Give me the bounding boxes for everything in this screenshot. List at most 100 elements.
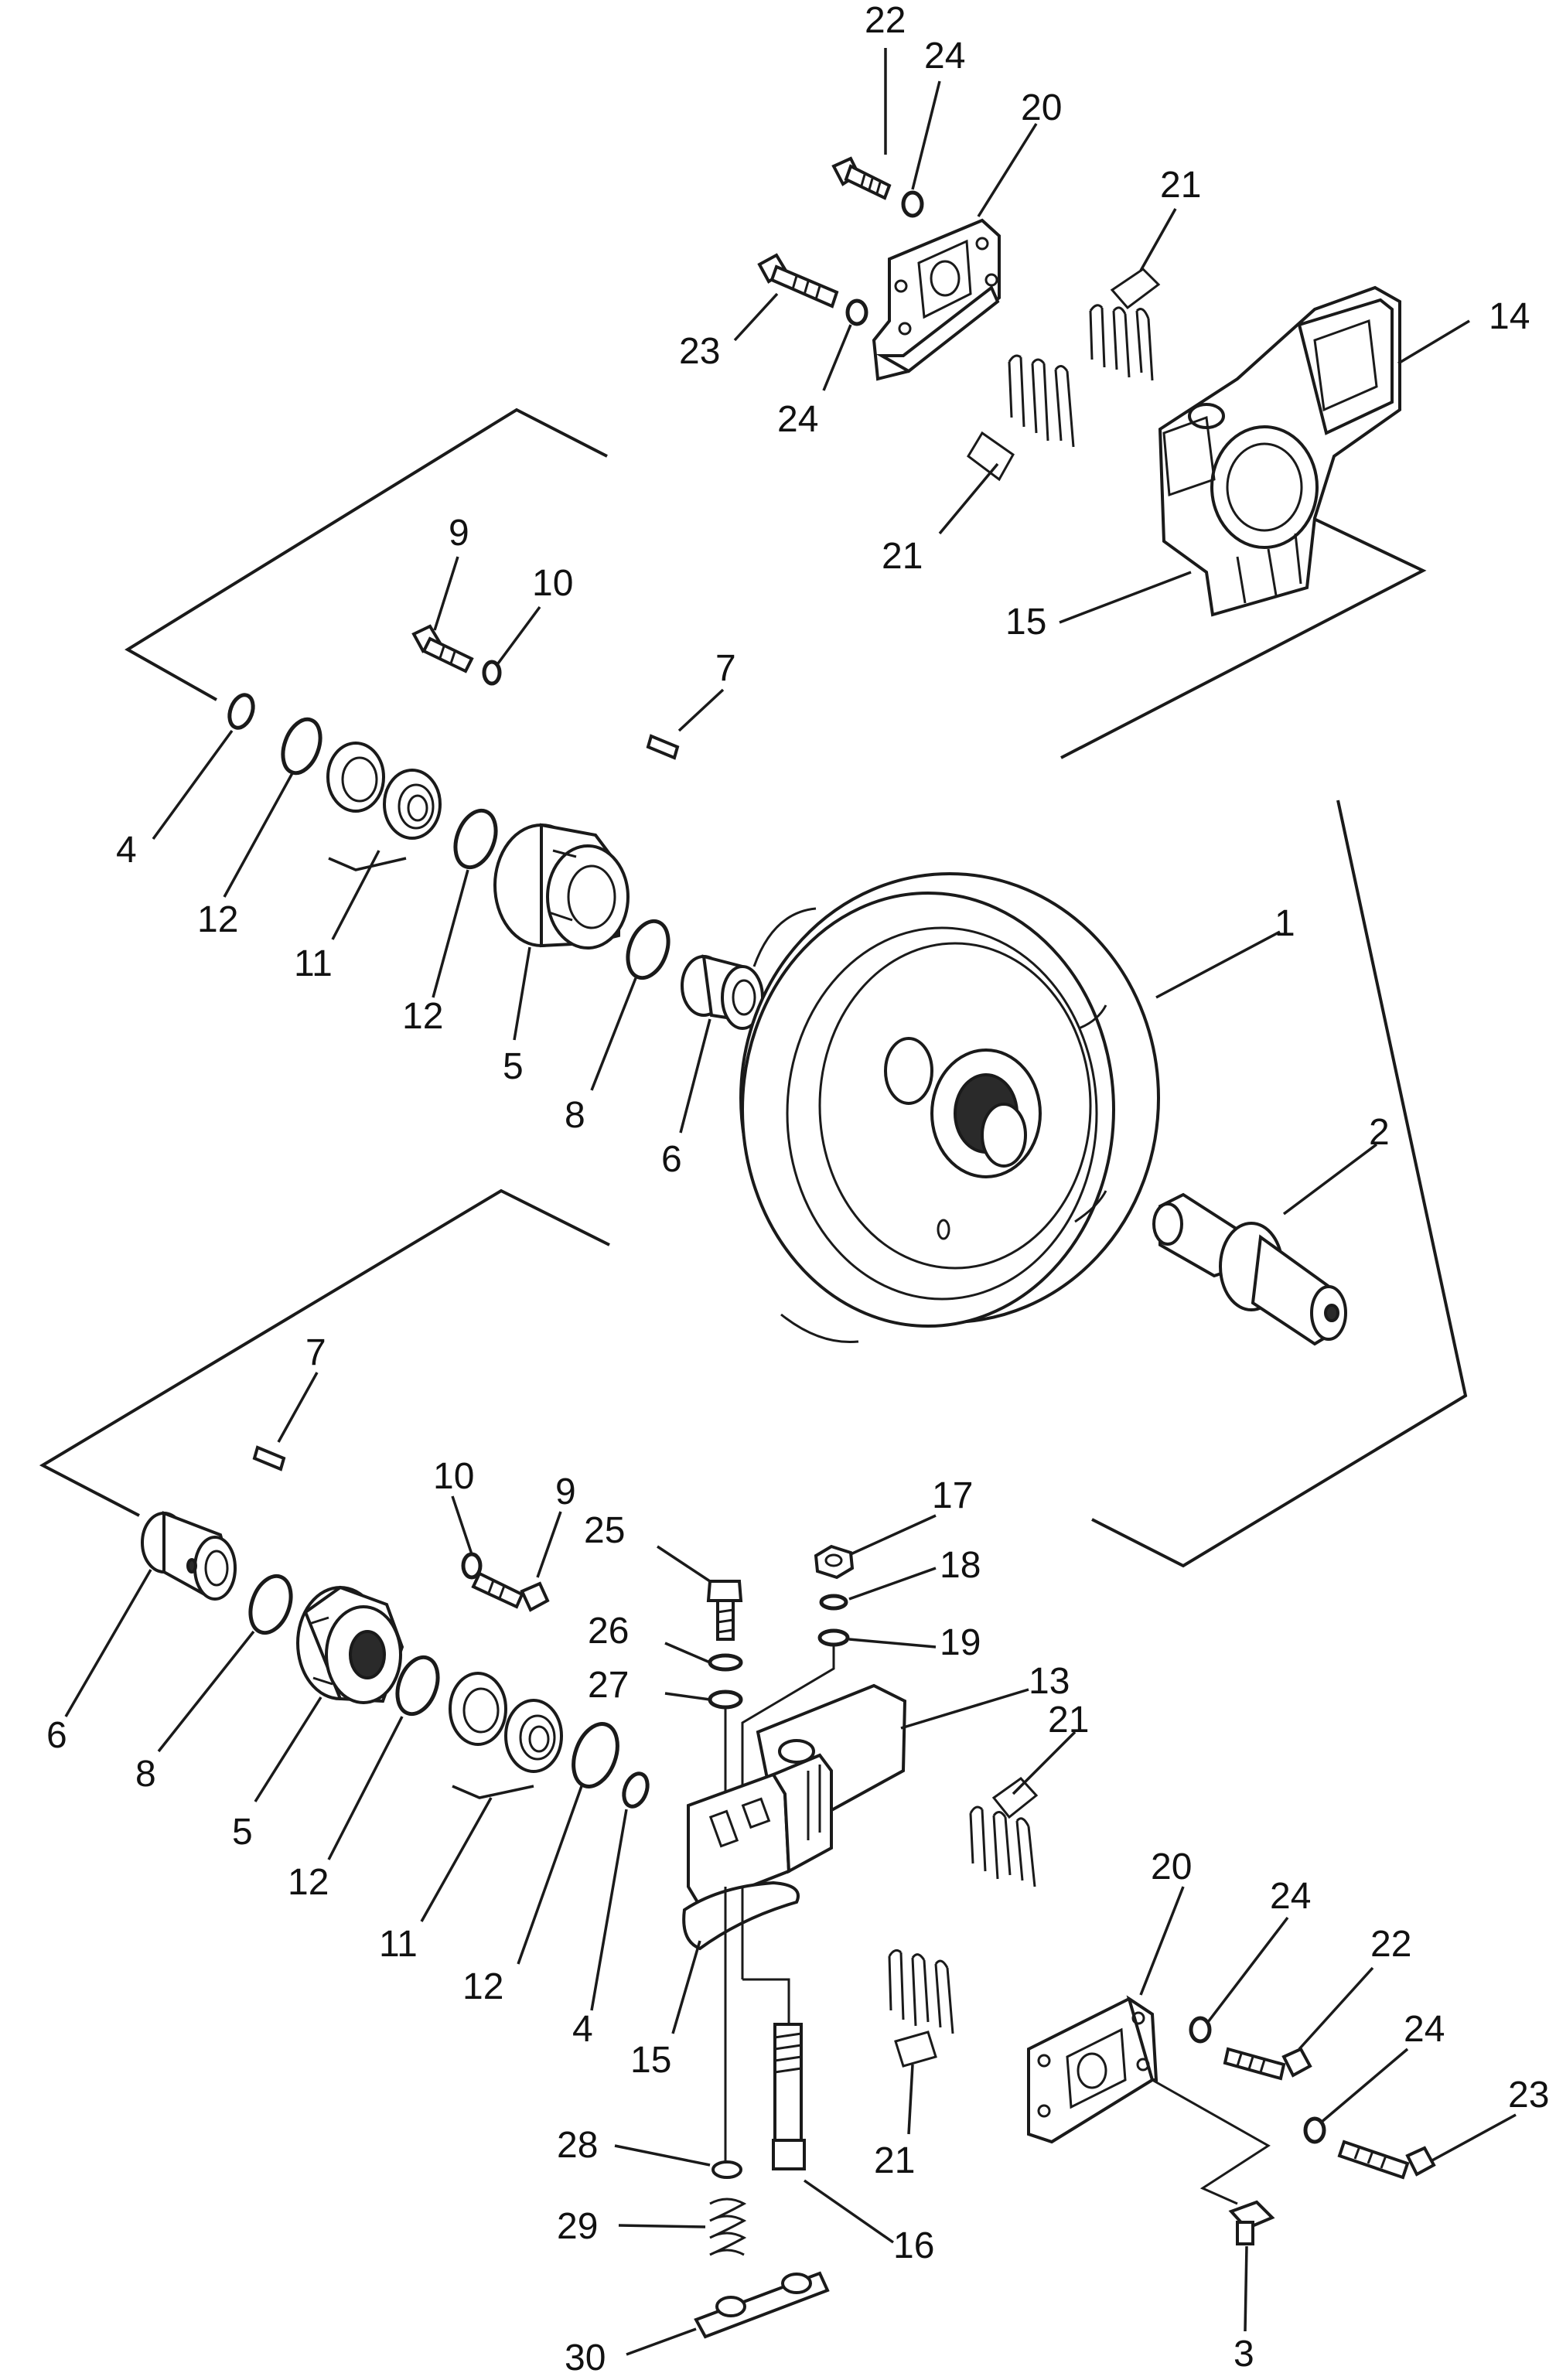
washer-10-lower xyxy=(461,1552,483,1580)
part-label: 7 xyxy=(715,648,736,689)
part-label: 11 xyxy=(294,943,333,984)
shaft-2 xyxy=(1152,1192,1347,1346)
collar-5-upper xyxy=(493,823,630,950)
part-label: 23 xyxy=(679,331,720,372)
idler-wheel-1 xyxy=(739,872,1160,1344)
part-label: 4 xyxy=(572,2009,593,2050)
part-label: 12 xyxy=(197,899,238,940)
plug-28 xyxy=(711,2160,742,2179)
bushing-6-lower xyxy=(141,1511,237,1601)
housing-13-group xyxy=(682,1544,907,2339)
lower-hub-group xyxy=(141,1445,650,1809)
bolt-9-upper xyxy=(411,624,474,673)
washer-19 xyxy=(817,1628,850,1647)
part-label: 1 xyxy=(1274,903,1295,944)
part-label: 20 xyxy=(1151,1846,1192,1887)
part-label: 22 xyxy=(865,0,906,41)
part-label: 17 xyxy=(932,1475,973,1516)
bracket-20-upper xyxy=(872,218,1001,381)
part-label: 4 xyxy=(116,830,137,871)
oring-12-upper-b xyxy=(453,808,498,870)
part-label: 8 xyxy=(135,1754,156,1795)
part-label: 9 xyxy=(449,513,469,554)
part-label: 21 xyxy=(874,2140,915,2181)
part-label: 27 xyxy=(588,1665,629,1706)
washer-10-upper xyxy=(482,660,502,686)
part-label: 6 xyxy=(661,1139,682,1180)
shims-21-upper xyxy=(967,268,1161,482)
part-label: 12 xyxy=(288,1862,329,1903)
seal-11-upper xyxy=(326,742,442,840)
leader-lines xyxy=(64,48,1517,2356)
upper-hub-group xyxy=(227,624,764,1030)
oring-8-upper xyxy=(626,919,671,980)
pin-7-upper xyxy=(646,734,680,760)
part-label: 30 xyxy=(565,2337,606,2378)
washer-24-lower-b xyxy=(1303,2116,1326,2144)
oring-4-upper xyxy=(227,693,255,730)
part-label: 19 xyxy=(940,1622,981,1663)
adjust-bolt-16 xyxy=(772,2023,806,2170)
oring-12-upper-a xyxy=(281,717,322,776)
bracket-20-lower xyxy=(1027,1995,1158,2144)
washer-27 xyxy=(708,1690,743,1710)
part-label: 5 xyxy=(232,1812,253,1853)
part-label: 24 xyxy=(777,399,818,440)
part-label: 8 xyxy=(565,1095,585,1136)
washer-24-lower-a xyxy=(1189,2016,1212,2044)
lower-bracket-group xyxy=(888,1777,1436,2245)
washer-24-lower xyxy=(845,298,868,326)
part-label: 13 xyxy=(1029,1661,1070,1702)
part-label: 6 xyxy=(46,1715,67,1756)
part-label: 22 xyxy=(1370,1924,1411,1965)
upper-bracket-group xyxy=(757,156,1401,617)
part-label: 18 xyxy=(940,1545,981,1586)
seal-11-lower xyxy=(449,1672,563,1773)
part-label: 10 xyxy=(433,1456,474,1497)
washer-26 xyxy=(708,1653,743,1672)
part-label: 5 xyxy=(503,1046,524,1087)
plate-30 xyxy=(694,2271,830,2339)
bolt-22-lower xyxy=(1223,2047,1312,2081)
part-label: 15 xyxy=(630,2040,671,2081)
part-label: 15 xyxy=(1005,602,1046,643)
washer-24-upper xyxy=(901,190,924,218)
part-label: 29 xyxy=(557,2206,598,2247)
housing-14-15 xyxy=(1158,285,1401,617)
part-label: 25 xyxy=(584,1510,625,1551)
oring-12-lower-a xyxy=(395,1655,440,1717)
bolt-23-upper xyxy=(757,253,839,309)
part-label: 7 xyxy=(305,1332,326,1373)
part-label: 24 xyxy=(924,36,965,77)
bolt-3 xyxy=(1152,2078,1275,2245)
bushing-6-upper xyxy=(681,954,764,1030)
part-label: 12 xyxy=(402,996,443,1037)
part-labels: 22 24 20 21 14 23 24 21 15 9 10 7 4 12 1… xyxy=(46,0,1549,2378)
pin-7-lower xyxy=(252,1445,286,1471)
part-label: 11 xyxy=(379,1924,418,1965)
bolt-22-upper xyxy=(831,156,892,200)
part-label: 24 xyxy=(1404,2009,1445,2050)
nut-17 xyxy=(814,1544,855,1580)
shims-21-lower xyxy=(888,1777,1039,2068)
part-label: 21 xyxy=(882,536,923,577)
part-label: 9 xyxy=(555,1471,576,1512)
collar-5-lower xyxy=(296,1585,404,1704)
part-label: 3 xyxy=(1234,2334,1254,2375)
part-label: 12 xyxy=(462,1966,503,2007)
part-label: 2 xyxy=(1369,1112,1390,1153)
part-label: 21 xyxy=(1048,1700,1089,1741)
part-label: 21 xyxy=(1160,165,1201,206)
part-label: 28 xyxy=(557,2125,598,2166)
washer-18 xyxy=(819,1594,848,1611)
housing-13 xyxy=(682,1683,907,1951)
part-label: 26 xyxy=(588,1611,629,1652)
part-label: 16 xyxy=(893,2225,934,2266)
part-label: 10 xyxy=(532,563,573,604)
part-label: 24 xyxy=(1270,1876,1311,1917)
bolt-9-lower xyxy=(471,1571,550,1612)
oring-4-lower xyxy=(622,1771,650,1809)
part-label: 14 xyxy=(1489,296,1530,337)
bolt-25 xyxy=(706,1580,743,1641)
